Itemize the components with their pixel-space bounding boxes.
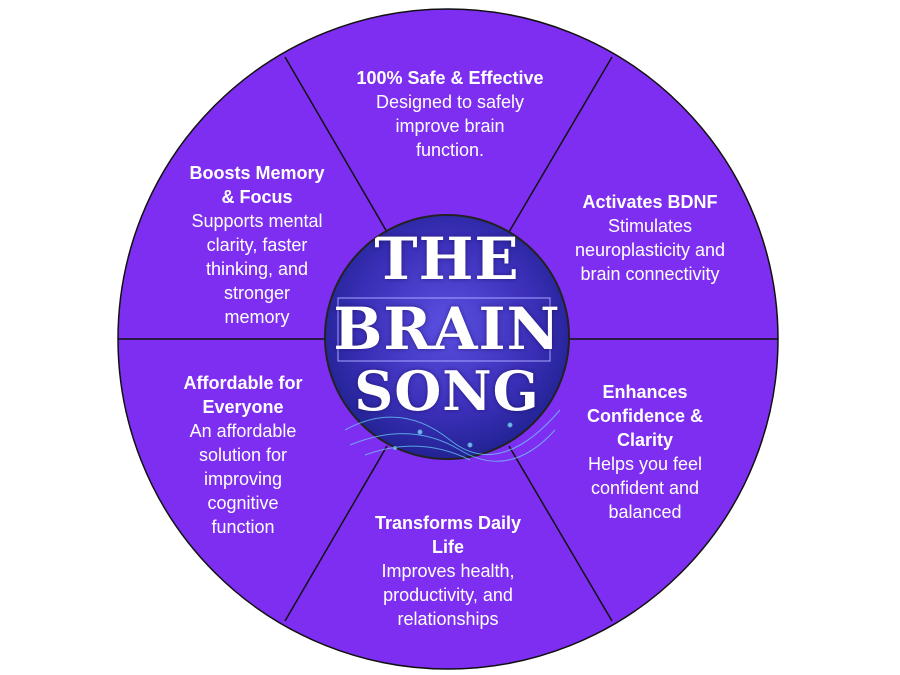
divider-bottom-left (284, 445, 388, 622)
segment-title: & Focus (221, 187, 293, 207)
segment-desc: relationships (397, 609, 499, 629)
segment-dividers (118, 56, 778, 622)
segment-desc: improve brain (395, 116, 505, 136)
segment-desc: Helps you feel (587, 454, 703, 474)
segment-title: Transforms Daily (374, 513, 522, 533)
segment-daily-life: Transforms Daily Life Improves health, p… (338, 511, 558, 631)
segment-desc: Stimulates (607, 216, 693, 236)
segment-title: Activates BDNF (582, 192, 718, 212)
logo-line-brain: BRAIN (333, 295, 561, 363)
segment-desc: improving (203, 469, 283, 489)
segment-title: Boosts Memory (189, 163, 325, 183)
logo-line-the: THE (374, 225, 520, 293)
center-disc (324, 214, 570, 460)
segment-desc: memory (224, 307, 290, 327)
segment-title: Affordable for (183, 373, 303, 393)
logo-line-song: SONG (354, 359, 540, 423)
segment-desc: productivity, and (383, 585, 513, 605)
segment-safe-effective: 100% Safe & Effective Designed to safely… (325, 66, 575, 162)
segment-desc: function (211, 517, 275, 537)
segment-title: 100% Safe & Effective (356, 68, 544, 88)
divider-bottom-right (508, 445, 613, 622)
segment-title: Life (431, 537, 464, 557)
segment-desc: stronger (223, 283, 291, 303)
neural-glow (344, 409, 561, 462)
segment-desc: solution for (198, 445, 288, 465)
segment-desc: Improves health, (381, 561, 515, 581)
segment-title: Everyone (202, 397, 284, 417)
divider-top-left (284, 56, 388, 233)
segment-desc: An affordable (189, 421, 297, 441)
segment-desc: balanced (608, 502, 682, 522)
segment-desc: clarity, faster (206, 235, 308, 255)
segment-title: Enhances (602, 382, 688, 402)
segment-activates-bdnf: Activates BDNF Stimulates neuroplasticit… (550, 190, 750, 286)
brand-logo: THE BRAIN SONG (325, 215, 569, 459)
segment-confidence-clarity: Enhances Confidence & Clarity Helps you … (555, 380, 735, 524)
segment-title: Confidence & (586, 406, 703, 426)
segment-desc: cognitive (207, 493, 279, 513)
segment-desc: Supports mental (191, 211, 323, 231)
segment-affordable: Affordable for Everyone An affordable so… (153, 371, 333, 539)
segment-desc: brain connectivity (580, 264, 720, 284)
segment-title: Clarity (616, 430, 674, 450)
segment-desc: Designed to safely (375, 92, 525, 112)
segment-desc: confident and (590, 478, 700, 498)
divider-top-right (508, 56, 613, 233)
logo-frame (337, 297, 551, 362)
segment-desc: neuroplasticity and (574, 240, 726, 260)
segment-desc: thinking, and (205, 259, 309, 279)
segment-desc: function. (415, 140, 485, 160)
segment-memory-focus: Boosts Memory & Focus Supports mental cl… (162, 161, 352, 329)
